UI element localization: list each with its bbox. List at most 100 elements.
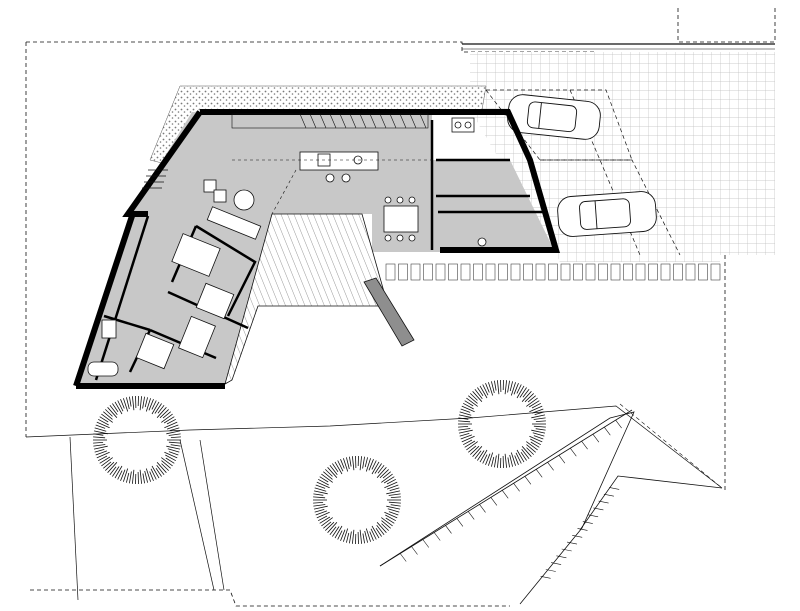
tree-left bbox=[93, 395, 181, 485]
tree-canopy-stroke bbox=[535, 428, 546, 431]
tree-canopy-stroke bbox=[381, 523, 389, 531]
ramp-hatch-line bbox=[588, 514, 599, 518]
tree-canopy-stroke bbox=[151, 465, 160, 479]
tree-canopy-stroke bbox=[340, 459, 345, 469]
ramp-hatch-line bbox=[615, 419, 622, 429]
ramp-hatch-line bbox=[479, 504, 486, 513]
paving-tile bbox=[648, 263, 658, 281]
tree-canopy-stroke bbox=[96, 451, 110, 459]
tree-canopy-stroke bbox=[507, 380, 510, 393]
tree-canopy-stroke bbox=[461, 405, 475, 413]
tree-canopy-stroke bbox=[332, 526, 340, 537]
tree-canopy-stroke bbox=[521, 448, 530, 459]
ramp-hatch-line bbox=[598, 500, 609, 504]
tree-canopy-stroke bbox=[340, 529, 346, 541]
tree-canopy-stroke bbox=[107, 407, 118, 418]
tree-canopy-stroke bbox=[99, 416, 109, 423]
tree-canopy-stroke bbox=[120, 469, 126, 481]
tree-canopy-stroke bbox=[120, 399, 125, 409]
tree-canopy-stroke bbox=[362, 456, 365, 469]
tree-canopy-stroke bbox=[520, 451, 527, 461]
ramp-hatch-line bbox=[513, 483, 520, 492]
tree-canopy-stroke bbox=[385, 517, 395, 524]
tree-canopy-stroke bbox=[148, 399, 154, 411]
furniture bbox=[87, 117, 487, 377]
tree-canopy-stroke bbox=[156, 462, 167, 473]
tree-canopy-stroke bbox=[533, 417, 546, 420]
tree-canopy-stroke bbox=[516, 384, 522, 394]
tree-canopy-stroke bbox=[161, 457, 173, 467]
tree-canopy-stroke bbox=[95, 450, 108, 456]
ramp-hatch-line bbox=[456, 518, 464, 527]
tree-canopy-stroke bbox=[531, 408, 544, 414]
tree-canopy-stroke bbox=[522, 389, 530, 398]
tree-canopy-stroke bbox=[170, 436, 181, 438]
tree-canopy-stroke bbox=[365, 458, 371, 472]
tree-canopy-stroke bbox=[352, 456, 355, 471]
tree-canopy-stroke bbox=[458, 417, 469, 420]
ramp-hatch-line bbox=[535, 469, 543, 478]
tree-canopy-stroke bbox=[370, 528, 377, 540]
tree-canopy-stroke bbox=[93, 433, 104, 436]
tree-canopy-stroke bbox=[376, 524, 385, 535]
tree-canopy-stroke bbox=[470, 393, 478, 401]
tree-canopy-stroke bbox=[145, 468, 151, 482]
tree-canopy-stroke bbox=[460, 408, 471, 413]
tree-canopy-stroke bbox=[379, 469, 389, 479]
tree-canopy-stroke bbox=[362, 533, 365, 544]
tree-canopy-stroke bbox=[385, 514, 396, 522]
paving-tile bbox=[698, 263, 708, 281]
tree-canopy-stroke bbox=[313, 496, 326, 499]
tree-right bbox=[458, 379, 546, 469]
tree-canopy-stroke bbox=[515, 452, 522, 464]
tree-canopy-stroke bbox=[359, 529, 362, 544]
tree-canopy-stroke bbox=[494, 380, 497, 391]
tree-canopy-stroke bbox=[337, 460, 344, 472]
tree-canopy-stroke bbox=[343, 528, 349, 542]
tree-canopy-stroke bbox=[470, 445, 480, 455]
tree-canopy-stroke bbox=[112, 403, 119, 413]
tree-canopy-stroke bbox=[458, 429, 473, 434]
tree-canopy-stroke bbox=[315, 510, 328, 516]
tree-canopy-stroke bbox=[126, 472, 130, 483]
tree-canopy-stroke bbox=[150, 468, 157, 480]
tree-canopy-stroke bbox=[117, 470, 123, 480]
tree-canopy-stroke bbox=[163, 416, 175, 424]
ramp-hatch-line bbox=[604, 427, 611, 436]
tree-canopy-stroke bbox=[533, 435, 544, 440]
tree-canopy-stroke bbox=[129, 471, 132, 484]
tree-canopy-stroke bbox=[382, 471, 391, 479]
driveway-dashed-edge bbox=[619, 403, 723, 489]
tree-canopy-stroke bbox=[170, 444, 181, 447]
tree-canopy-stroke bbox=[156, 464, 165, 475]
tree-canopy-stroke bbox=[105, 461, 115, 471]
tree-canopy-stroke bbox=[114, 401, 123, 415]
tree-canopy-stroke bbox=[334, 461, 343, 475]
tree-canopy-stroke bbox=[149, 471, 154, 481]
house-floor bbox=[76, 112, 555, 384]
paving-tile bbox=[635, 263, 646, 281]
tree-canopy-stroke bbox=[343, 458, 349, 472]
tree-canopy-stroke bbox=[329, 526, 337, 535]
tree-canopy-stroke bbox=[376, 467, 387, 478]
tree-canopy-stroke bbox=[458, 420, 471, 423]
tree-canopy-stroke bbox=[155, 467, 162, 477]
tree-canopy-stroke bbox=[316, 511, 330, 519]
tree-canopy-stroke bbox=[161, 413, 173, 423]
tree-canopy-stroke bbox=[513, 383, 519, 395]
tree-canopy-stroke bbox=[504, 453, 507, 468]
tree-canopy-stroke bbox=[521, 446, 532, 457]
paving-tile bbox=[473, 263, 483, 281]
tree-canopy-stroke bbox=[458, 428, 471, 431]
paving-tile bbox=[598, 263, 608, 281]
tree-canopy-stroke bbox=[161, 463, 169, 471]
tree-canopy-stroke bbox=[313, 502, 324, 504]
tree-center bbox=[313, 455, 401, 545]
tree-canopy-stroke bbox=[459, 411, 472, 416]
tree-canopy-stroke bbox=[93, 436, 106, 439]
ramp-hatch-line bbox=[547, 462, 554, 471]
tree-canopy-stroke bbox=[129, 396, 132, 407]
tree-canopy-stroke bbox=[488, 382, 494, 396]
tree-canopy-stroke bbox=[474, 450, 482, 459]
reflecting-pool bbox=[363, 277, 415, 347]
